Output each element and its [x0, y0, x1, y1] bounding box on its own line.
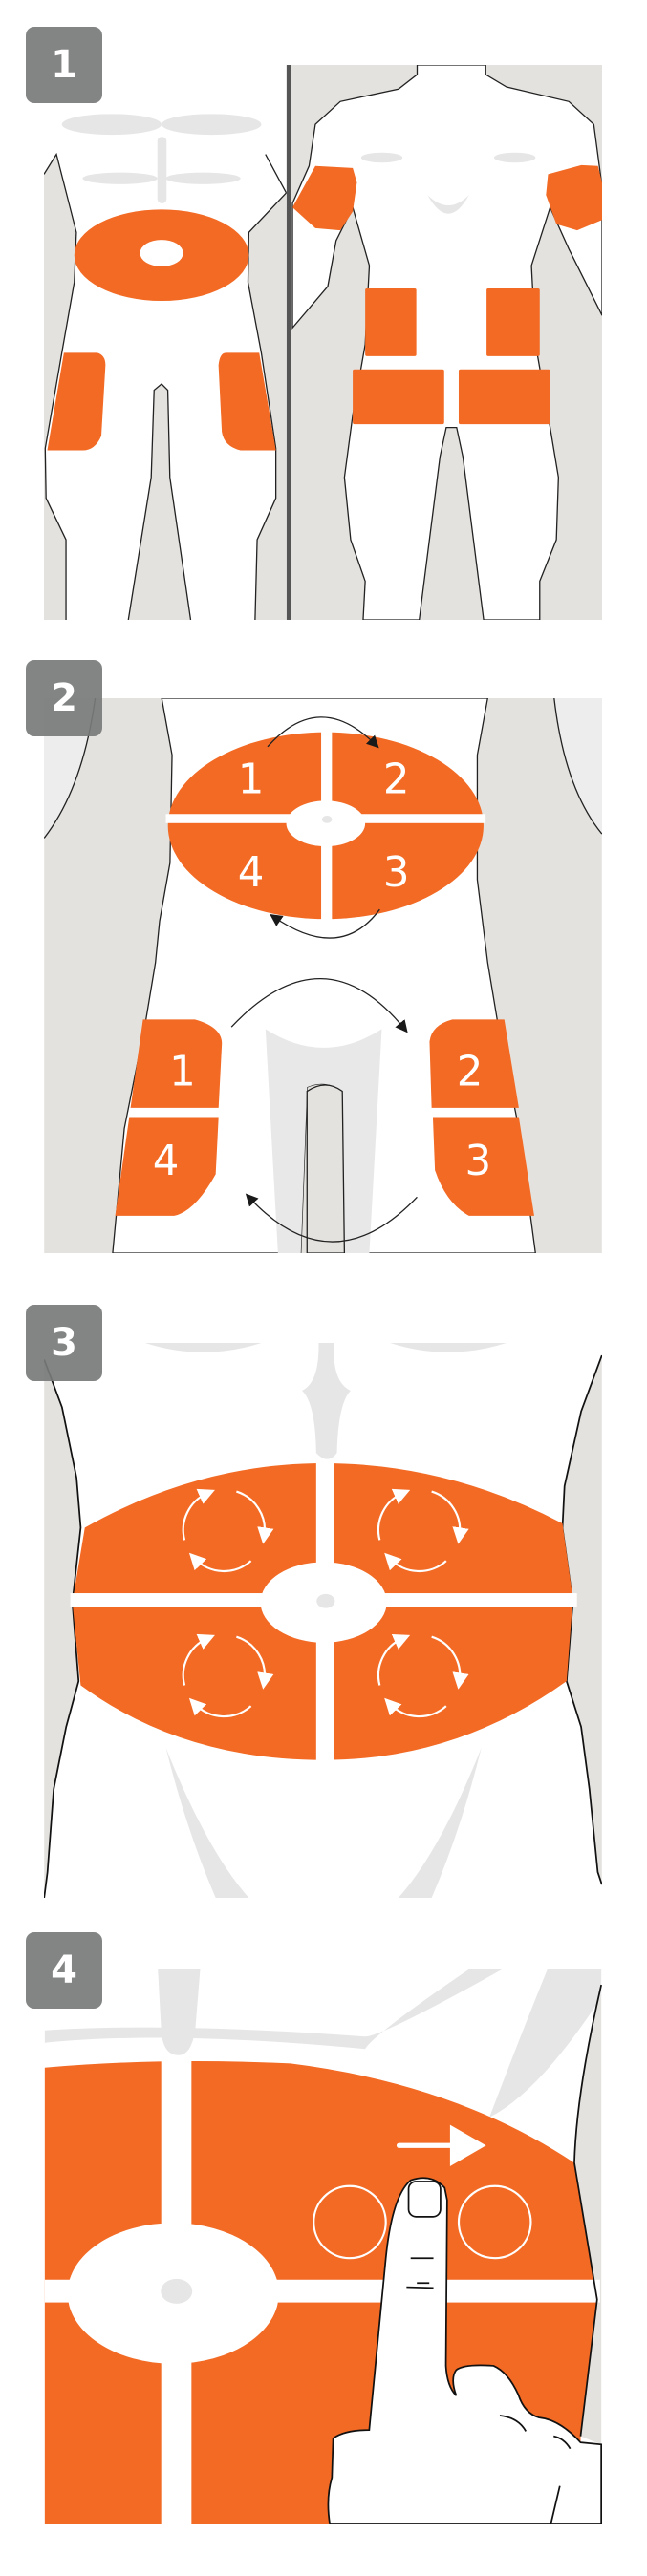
injection-point-icon: [313, 2184, 387, 2260]
thigh-site-right-lower: [432, 1117, 534, 1216]
quadrant-rotation-illustration: 1 2 3 4 1 2 3 4: [44, 698, 602, 1253]
thigh-quadrant-1: 1: [169, 1049, 196, 1096]
upper-arm-site-left: [292, 165, 357, 231]
step-badge-3: 3: [26, 1305, 102, 1381]
buttock-site-right: [458, 369, 550, 425]
flank-site-right: [486, 287, 540, 356]
thigh-site-left-upper: [130, 1019, 223, 1108]
site-rotation-quadrants: 1 2 3 4 1 2 3 4: [44, 698, 602, 1253]
buttock-site-left: [353, 369, 444, 425]
thigh-quadrant-4: 4: [153, 1138, 180, 1185]
injection-point-icon: [457, 2184, 532, 2260]
thigh-site-left: [47, 352, 106, 451]
arrow-right-icon: [396, 2124, 486, 2166]
flank-site-left: [365, 287, 417, 356]
hand-icon: [327, 2177, 602, 2524]
step-badge-1: 1: [26, 27, 102, 103]
abdomen-quadrant-3: 3: [383, 849, 410, 897]
thigh-site-right: [218, 352, 276, 451]
finger-spacing-illustration: [44, 1969, 602, 2524]
rotation-arrow-icon: [270, 908, 380, 939]
abdomen-quadrant-2: 2: [383, 756, 410, 803]
injection-spacing: [44, 1969, 602, 2524]
injection-sites-overview: [44, 65, 602, 620]
within-quadrant-rotation: [44, 1343, 602, 1898]
back-body: [291, 65, 602, 620]
body-front-back-illustration: [44, 65, 602, 620]
step-badge-2: 2: [26, 660, 102, 736]
step-badge-4: 4: [26, 1932, 102, 2009]
thigh-site-left-lower: [115, 1117, 219, 1216]
rotation-arrow-icon: [267, 716, 379, 749]
thigh-quadrant-2: 2: [457, 1049, 484, 1096]
thigh-site-right-upper: [429, 1019, 519, 1108]
upper-arm-site-right: [546, 164, 602, 231]
front-body: [44, 65, 287, 620]
rotation-arrow-icon: [245, 1193, 418, 1243]
abdomen-quadrant-1: 1: [238, 756, 265, 803]
abdomen-rotation-illustration: [44, 1343, 602, 1898]
abdomen-quadrant-4: 4: [238, 849, 265, 897]
thigh-quadrant-3: 3: [464, 1138, 491, 1185]
rotation-arrow-icon: [230, 977, 408, 1033]
